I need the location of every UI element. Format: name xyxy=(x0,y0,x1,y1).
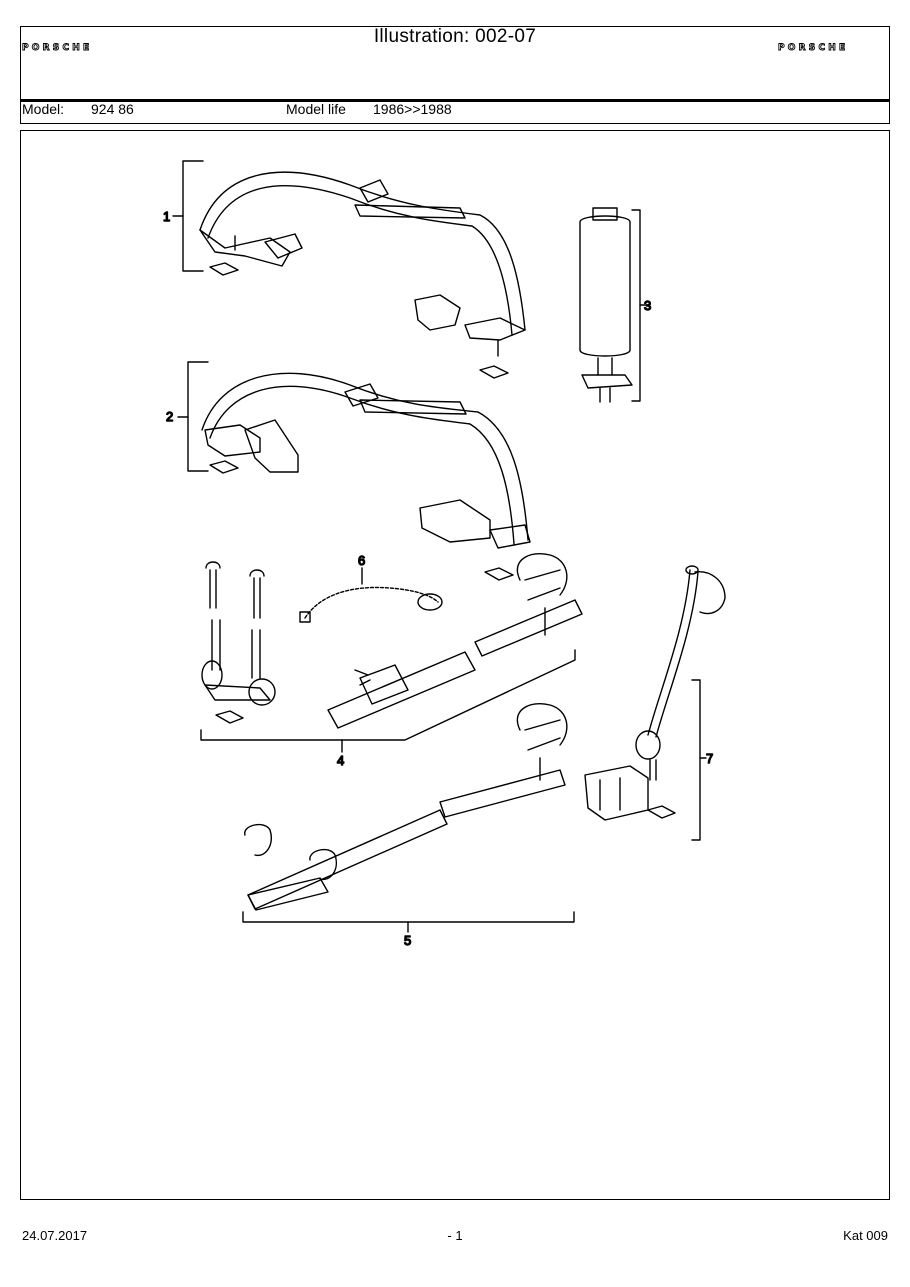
model-life-value: 1986>>1988 xyxy=(373,101,452,117)
footer-page-number: - 1 xyxy=(447,1228,463,1243)
callout-4: 4 xyxy=(337,753,344,768)
footer-catalog: Kat 009 xyxy=(843,1228,888,1243)
callout-6: 6 xyxy=(358,553,365,568)
header-frame xyxy=(20,26,890,124)
callout-5: 5 xyxy=(404,933,411,948)
parts-illustration: 1 2 3 6 xyxy=(162,160,726,949)
model-value: 924 86 xyxy=(91,101,134,117)
part-2-strap-block xyxy=(201,372,531,581)
footer-date: 24.07.2017 xyxy=(22,1228,88,1243)
callout-2: 2 xyxy=(166,409,173,424)
illustration-frame xyxy=(20,130,890,1200)
porsche-logo-right: PORSCHE xyxy=(778,43,849,54)
part-6-lock-cable xyxy=(299,567,443,623)
illustration-title: Illustration: 002-07 xyxy=(373,26,537,47)
callout-7: 7 xyxy=(706,751,713,766)
model-life-label: Model life xyxy=(286,101,346,117)
callout-3: 3 xyxy=(644,298,651,313)
model-label: Model: xyxy=(22,101,65,117)
part-3-post xyxy=(579,207,633,403)
part-4-fork-mount xyxy=(201,553,583,729)
part-7-arm-clamp xyxy=(584,565,726,821)
part-1-strap-foot xyxy=(199,171,526,379)
callout-1: 1 xyxy=(163,209,170,224)
header-divider xyxy=(20,99,890,102)
porsche-logo-left: PORSCHE xyxy=(22,43,93,54)
part-5-carrier-rail xyxy=(244,703,568,911)
